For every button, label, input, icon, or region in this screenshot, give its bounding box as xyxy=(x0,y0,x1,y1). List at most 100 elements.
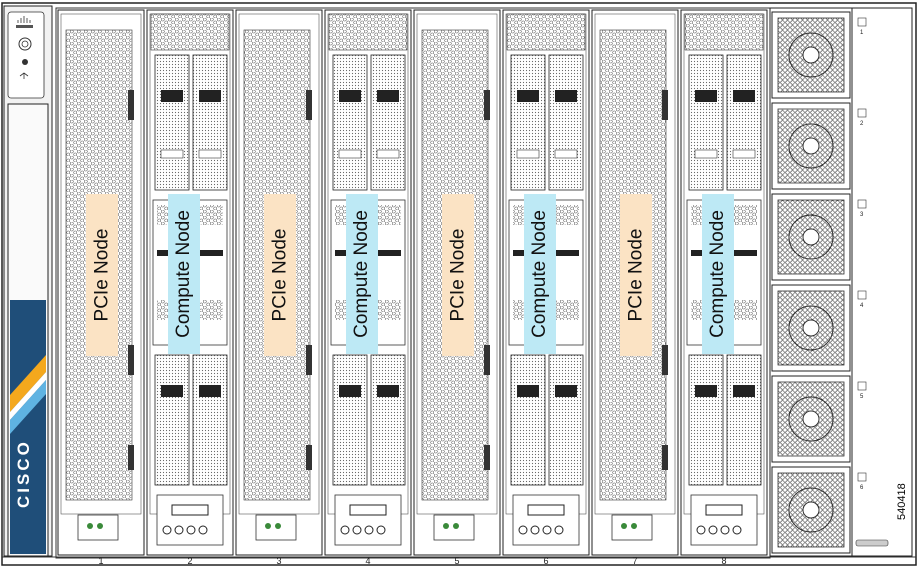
compute-node-label: Compute Node xyxy=(702,194,734,354)
node-label-text: Compute Node xyxy=(529,210,551,338)
port-icon xyxy=(198,525,208,535)
port-icon xyxy=(720,525,730,535)
node-label-text: Compute Node xyxy=(351,210,373,338)
fan-number: 2 xyxy=(860,121,864,127)
port-icon xyxy=(530,525,540,535)
status-led-icon xyxy=(22,59,28,65)
compute-node-label: Compute Node xyxy=(168,194,200,354)
figure-id: 540418 xyxy=(896,483,908,520)
fan-status-icon xyxy=(857,381,867,391)
fan-status-icon xyxy=(857,108,867,118)
fan-status-icon xyxy=(857,472,867,482)
slot-led-icon xyxy=(97,523,103,529)
pcie-node-label: PCIe Node xyxy=(442,194,474,356)
slot-number: 2 xyxy=(187,556,193,566)
fan-modules xyxy=(771,11,867,554)
slot-bays xyxy=(57,9,768,556)
drive-bay xyxy=(154,354,190,486)
fan-status-icon xyxy=(857,17,867,27)
slot-led-icon xyxy=(443,523,449,529)
port-icon xyxy=(732,525,742,535)
fan-bay xyxy=(769,7,913,557)
bezel-brand-panel xyxy=(10,300,46,554)
drive-bay xyxy=(332,54,368,191)
cisco-bezel-logo: CISCO xyxy=(14,439,33,508)
node-label-text: PCIe Node xyxy=(447,228,469,322)
drive-bay xyxy=(154,54,190,191)
fan-icon xyxy=(788,487,834,533)
port-icon xyxy=(518,525,528,535)
drive-bay xyxy=(192,54,228,191)
slot-4 xyxy=(324,9,412,556)
drive-bay xyxy=(726,54,762,191)
port-icon xyxy=(708,525,718,535)
slot-led-icon xyxy=(631,523,637,529)
port-icon xyxy=(696,525,706,535)
drive-bay xyxy=(510,354,546,486)
power-button-icon xyxy=(18,37,32,51)
node-label-text: PCIe Node xyxy=(625,228,647,322)
port-icon xyxy=(340,525,350,535)
port-icon xyxy=(162,525,172,535)
fan-module-2 xyxy=(771,102,867,190)
fan-module-3 xyxy=(771,193,867,281)
node-label-text: PCIe Node xyxy=(91,228,113,322)
slot-number: 8 xyxy=(721,556,727,566)
slot-5 xyxy=(413,9,501,556)
port-icon xyxy=(364,525,374,535)
slot-number: 6 xyxy=(543,556,549,566)
slot-number: 3 xyxy=(276,556,282,566)
fan-number: 1 xyxy=(860,30,864,36)
drive-bay xyxy=(332,354,368,486)
port-icon xyxy=(376,525,386,535)
port-icon xyxy=(352,525,362,535)
port-icon xyxy=(174,525,184,535)
slot-3 xyxy=(235,9,323,556)
fan-status-icon xyxy=(857,290,867,300)
slot-led-icon xyxy=(621,523,627,529)
slot-led-icon xyxy=(87,523,93,529)
fan-icon xyxy=(788,214,834,260)
fan-number: 5 xyxy=(860,394,864,400)
fan-number: 4 xyxy=(860,303,864,309)
slot-led-icon xyxy=(453,523,459,529)
port-icon xyxy=(542,525,552,535)
compute-node-label: Compute Node xyxy=(524,194,556,354)
fan-number: 3 xyxy=(860,212,864,218)
fan-icon xyxy=(788,396,834,442)
drive-bay xyxy=(370,54,406,191)
drive-bay xyxy=(688,354,724,486)
node-label-text: PCIe Node xyxy=(269,228,291,322)
fan-number: 6 xyxy=(860,485,864,491)
drive-bay xyxy=(548,54,584,191)
port-icon xyxy=(186,525,196,535)
fan-module-1 xyxy=(771,11,867,99)
drive-bay xyxy=(548,354,584,486)
port-icon xyxy=(554,525,564,535)
drive-bay xyxy=(510,54,546,191)
node-label-text: Compute Node xyxy=(173,210,195,338)
pcie-node-label: PCIe Node xyxy=(620,194,652,356)
drive-bay xyxy=(192,354,228,486)
locator-icon xyxy=(19,72,29,79)
compute-node-label: Compute Node xyxy=(346,194,378,354)
cisco-top-logo-icon xyxy=(16,16,33,28)
slot-number: 7 xyxy=(632,556,638,566)
slot-number: 4 xyxy=(365,556,371,566)
slot-number: 1 xyxy=(98,556,104,566)
slot-led-icon xyxy=(275,523,281,529)
drive-bay xyxy=(370,354,406,486)
node-label-text: Compute Node xyxy=(707,210,729,338)
drive-bay xyxy=(726,354,762,486)
slot-number: 5 xyxy=(454,556,460,566)
fan-icon xyxy=(788,305,834,351)
pcie-node-label: PCIe Node xyxy=(264,194,296,356)
fan-module-6 xyxy=(771,466,867,554)
drive-bay xyxy=(688,54,724,191)
slot-led-icon xyxy=(265,523,271,529)
fan-icon xyxy=(788,123,834,169)
pcie-node-label: PCIe Node xyxy=(86,194,118,356)
fan-status-icon xyxy=(857,199,867,209)
fan-module-5 xyxy=(771,375,867,463)
